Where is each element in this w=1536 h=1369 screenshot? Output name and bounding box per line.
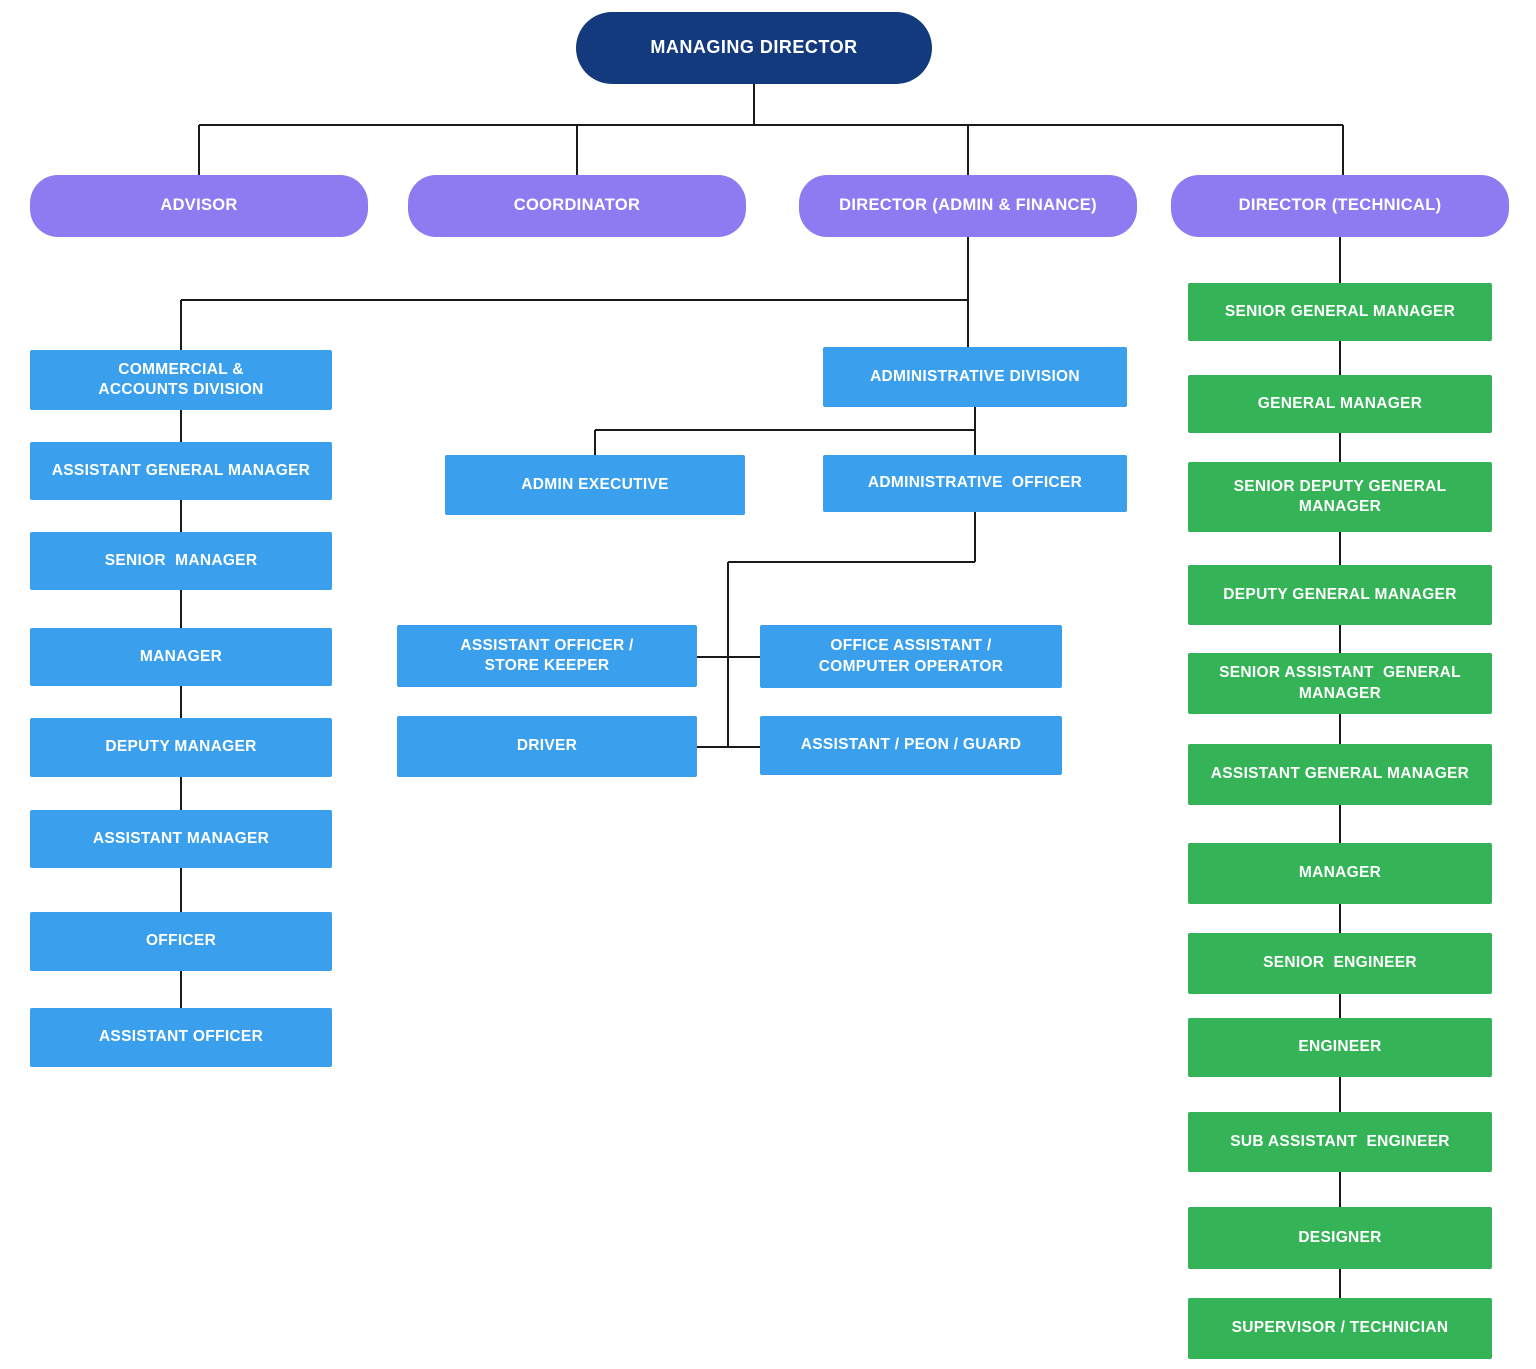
node-designer: DESIGNER	[1188, 1207, 1492, 1269]
node-senior-general-manager: SENIOR GENERAL MANAGER	[1188, 283, 1492, 341]
node-commercial-accounts-division: COMMERCIAL & ACCOUNTS DIVISION	[30, 350, 332, 410]
node-manager: MANAGER	[30, 628, 332, 686]
node-manager-technical: MANAGER	[1188, 843, 1492, 904]
node-sub-assistant-engineer: SUB ASSISTANT ENGINEER	[1188, 1112, 1492, 1172]
node-assistant-manager: ASSISTANT MANAGER	[30, 810, 332, 868]
node-engineer: ENGINEER	[1188, 1018, 1492, 1077]
node-director-technical: DIRECTOR (TECHNICAL)	[1171, 175, 1509, 237]
node-office-assistant-computer-operator: OFFICE ASSISTANT / COMPUTER OPERATOR	[760, 625, 1062, 688]
node-administrative-officer: ADMINISTRATIVE OFFICER	[823, 455, 1127, 512]
node-deputy-general-manager: DEPUTY GENERAL MANAGER	[1188, 565, 1492, 625]
node-senior-manager: SENIOR MANAGER	[30, 532, 332, 590]
node-driver: DRIVER	[397, 716, 697, 777]
node-officer: OFFICER	[30, 912, 332, 971]
node-assistant-officer-store-keeper: ASSISTANT OFFICER / STORE KEEPER	[397, 625, 697, 687]
node-assistant-peon-guard: ASSISTANT / PEON / GUARD	[760, 716, 1062, 775]
node-senior-assistant-general-manager: SENIOR ASSISTANT GENERAL MANAGER	[1188, 653, 1492, 714]
node-coordinator: COORDINATOR	[408, 175, 746, 237]
node-deputy-manager: DEPUTY MANAGER	[30, 718, 332, 777]
node-assistant-officer: ASSISTANT OFFICER	[30, 1008, 332, 1067]
node-director-admin-finance: DIRECTOR (ADMIN & FINANCE)	[799, 175, 1137, 237]
node-general-manager: GENERAL MANAGER	[1188, 375, 1492, 433]
node-advisor: ADVISOR	[30, 175, 368, 237]
node-administrative-division: ADMINISTRATIVE DIVISION	[823, 347, 1127, 407]
node-assistant-general-manager-technical: ASSISTANT GENERAL MANAGER	[1188, 744, 1492, 805]
node-supervisor-technician: SUPERVISOR / TECHNICIAN	[1188, 1298, 1492, 1359]
node-assistant-general-manager: ASSISTANT GENERAL MANAGER	[30, 442, 332, 500]
node-managing-director: MANAGING DIRECTOR	[576, 12, 932, 84]
node-senior-engineer: SENIOR ENGINEER	[1188, 933, 1492, 994]
node-admin-executive: ADMIN EXECUTIVE	[445, 455, 745, 515]
node-senior-deputy-general-manager: SENIOR DEPUTY GENERAL MANAGER	[1188, 462, 1492, 532]
